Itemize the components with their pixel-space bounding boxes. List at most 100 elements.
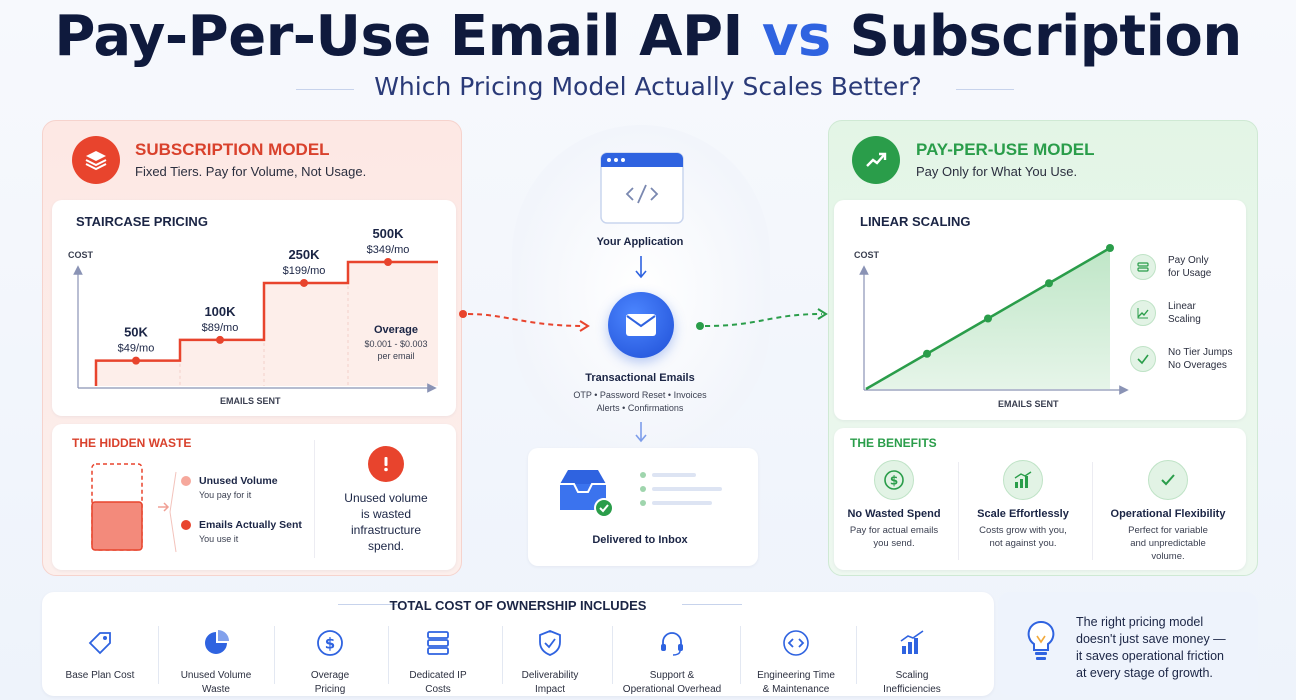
subscription-subtitle: Fixed Tiers. Pay for Volume, Not Usage. xyxy=(135,164,367,179)
stair-tier-label: 500K xyxy=(372,226,404,241)
feature-2-line1: Linear xyxy=(1168,301,1196,312)
layers-icon xyxy=(72,136,120,184)
tco-2-l1: Unused Volume xyxy=(180,670,252,681)
subscription-title: SUBSCRIPTION MODEL xyxy=(135,140,330,159)
app-label: Your Application xyxy=(596,236,684,248)
tco-divider-right xyxy=(682,604,742,605)
stair-point xyxy=(216,335,224,344)
overage-unit: per email xyxy=(377,351,415,361)
tag-icon xyxy=(88,632,111,655)
page-title: Pay-Per-Use Email API vs Subscription xyxy=(0,4,1296,69)
staircase-line xyxy=(94,260,438,386)
benefit-1-desc1: Pay for actual emails xyxy=(849,525,939,536)
tco-sep xyxy=(274,626,275,684)
benefit-divider-1 xyxy=(958,462,959,560)
tco-6-l2: Operational Overhead xyxy=(622,684,722,695)
benefit-2-title: Scale Effortlessly xyxy=(977,508,1069,520)
tco-7-l1: Engineering Time xyxy=(757,670,835,681)
linear-point xyxy=(923,349,931,358)
benefit-scale: Scale Effortlessly Costs grow with you,n… xyxy=(958,460,1088,550)
benefit-3-desc3: volume. xyxy=(1151,551,1185,562)
overage-title: Overage xyxy=(373,324,419,336)
connector-left xyxy=(459,310,590,332)
feature-1-line1: Pay Only xyxy=(1168,255,1209,266)
tco-3-l1: Overage xyxy=(310,670,350,681)
headset-icon xyxy=(661,632,683,656)
warning-line-2: is wasted xyxy=(360,507,412,521)
tco-base-plan: Base Plan Cost xyxy=(44,628,156,683)
ppu-title: PAY-PER-USE MODEL xyxy=(916,140,1095,159)
benefit-3-desc1: Perfect for variable xyxy=(1128,525,1208,536)
insight-text: The right pricing model doesn't just sav… xyxy=(1076,614,1226,682)
stair-step-fill xyxy=(96,360,180,386)
stair-tier-label: 100K xyxy=(204,304,236,319)
shield-icon xyxy=(539,630,561,656)
linear-chart xyxy=(859,244,1129,395)
feature-1-line2: for Usage xyxy=(1168,268,1212,279)
tco-title: TOTAL COST OF OWNERSHIP INCLUDES xyxy=(389,598,647,613)
staircase-chart: 50K $49/mo 100K $89/mo 250K $199/mo 500K $349/m… xyxy=(73,226,438,393)
stair-tier-label: 50K xyxy=(124,325,148,340)
warning-icon xyxy=(368,446,404,482)
dollar-coin-icon: $ xyxy=(317,630,343,656)
warning-line-3: infrastructure xyxy=(350,523,422,537)
code-icon xyxy=(783,630,809,656)
insight-box: The right pricing model doesn't just sav… xyxy=(998,592,1258,696)
tco-5-l1: Deliverability xyxy=(521,670,579,681)
overage-note: Overage $0.001 - $0.003 per email xyxy=(356,324,436,361)
dollar-icon: $ xyxy=(874,460,914,500)
stair-price-label: $89/mo xyxy=(202,322,239,334)
benefits-card xyxy=(834,428,1246,570)
insight-line-1: The right pricing model xyxy=(1076,615,1204,629)
benefit-1-title: No Wasted Spend xyxy=(847,508,941,520)
staircase-shading xyxy=(96,262,438,386)
pie-chart-icon xyxy=(205,630,229,654)
subtitle-row: Which Pricing Model Actually Scales Bett… xyxy=(0,72,1296,106)
email-label: Transactional Emails xyxy=(585,372,695,384)
stair-point xyxy=(300,278,308,287)
bracket-line xyxy=(169,471,177,553)
benefit-1-desc2: you send. xyxy=(873,538,915,549)
svg-text:$: $ xyxy=(325,635,335,653)
check-circle-icon xyxy=(1148,460,1188,500)
chart-up-icon xyxy=(1130,300,1156,326)
arrow-down-icon-2 xyxy=(635,422,647,443)
tco-8-l1: Scaling xyxy=(895,670,929,681)
linear-point xyxy=(984,314,992,323)
message-lines xyxy=(640,472,722,506)
stair-price-label: $49/mo xyxy=(118,343,155,355)
feature-3-line2: No Overages xyxy=(1168,360,1227,371)
benefit-3-desc2: and unpredictable xyxy=(1130,538,1206,549)
stair-price-label: $349/mo xyxy=(367,244,410,256)
tco-support: Support &Operational Overhead xyxy=(607,628,737,697)
linear-y-label: COST xyxy=(854,250,880,260)
unused-title: Unused Volume xyxy=(199,475,278,487)
stair-price-label: $199/mo xyxy=(283,265,326,277)
tco-4-l1: Dedicated IP xyxy=(409,670,467,681)
warning-line-1: Unused volume xyxy=(344,491,428,505)
overage-range: $0.001 - $0.003 xyxy=(364,339,428,349)
benefit-flexibility: Operational Flexibility Perfect for vari… xyxy=(1098,460,1238,563)
server-icon xyxy=(427,631,449,655)
ppu-subtitle: Pay Only for What You Use. xyxy=(916,164,1078,179)
benefit-no-waste: $ No Wasted Spend Pay for actual emails y… xyxy=(829,460,959,550)
unused-sub: You pay for it xyxy=(199,490,252,500)
arrow-down-icon xyxy=(635,256,647,279)
page-subtitle: Which Pricing Model Actually Scales Bett… xyxy=(374,72,922,101)
benefits-title: THE BENEFITS xyxy=(850,436,937,450)
lightbulb-icon xyxy=(1027,620,1055,660)
unused-dot xyxy=(181,476,191,486)
linear-chart-title: LINEAR SCALING xyxy=(860,214,971,229)
sent-dot xyxy=(181,520,191,530)
title-part1: Pay-Per-Use Email API xyxy=(54,4,743,69)
insight-line-4: at every stage of growth. xyxy=(1076,666,1213,680)
stair-tier-label: 250K xyxy=(288,247,320,262)
connector-right xyxy=(696,308,828,330)
subtitle-divider-right xyxy=(956,89,1014,90)
staircase-y-label: COST xyxy=(68,250,94,260)
tco-5-l2: Impact xyxy=(534,684,565,695)
